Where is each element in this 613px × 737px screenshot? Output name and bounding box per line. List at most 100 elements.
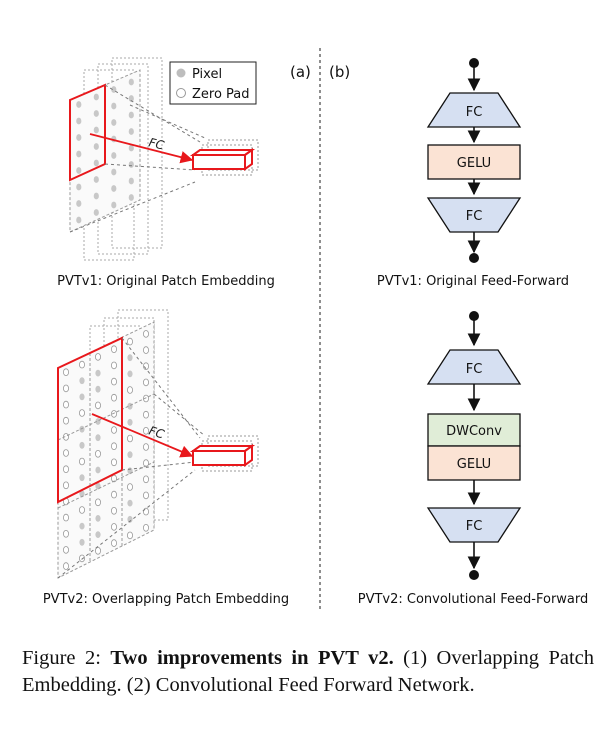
zero-pad-dot <box>127 531 134 540</box>
zero-pad-dot <box>127 483 134 491</box>
v2-fc-block-1-label: FC <box>466 362 483 377</box>
v2-patch-embedding: FC <box>57 309 259 579</box>
pixel-dot <box>127 354 133 362</box>
pixel-dot <box>111 201 117 209</box>
zero-pad-dot <box>63 384 70 393</box>
v1-ff-caption: PVTv1: Original Feed-Forward <box>377 274 569 289</box>
pixel-dot <box>111 168 117 176</box>
v2-pixel-dots <box>63 330 149 570</box>
v1-gelu-block-label: GELU <box>457 156 491 171</box>
pixel-dot <box>93 93 99 101</box>
pixel-dot <box>128 177 134 185</box>
zero-pad-dot <box>95 353 102 361</box>
v1-patch-embedding: FC <box>69 57 259 261</box>
zero-pad-dot <box>63 529 70 538</box>
pixel-dot <box>111 102 117 110</box>
pixel-dot <box>79 474 85 482</box>
zero-pad-dot <box>111 442 118 451</box>
pixel-dot <box>111 119 117 126</box>
pixel-dot <box>127 370 133 378</box>
zero-pad-dot <box>63 400 70 409</box>
zero-pad-dot <box>95 546 102 555</box>
zero-pad-dot <box>111 426 118 434</box>
legend: Pixel Zero Pad <box>169 61 257 105</box>
zero-pad-dot <box>63 449 70 457</box>
pixel-dot <box>76 117 82 125</box>
pixel-dot <box>128 128 134 135</box>
v2-ff-input-dot <box>469 311 479 321</box>
pixel-dot <box>128 95 134 102</box>
zero-pad-dot <box>142 507 149 516</box>
zero-pad-dot <box>111 523 118 531</box>
zero-pad-dot <box>142 491 149 500</box>
v1-fc-label: FC <box>147 135 166 152</box>
pixel-dot <box>95 531 101 538</box>
v1-ff-input-dot <box>469 58 479 68</box>
pixel-dot <box>76 200 82 207</box>
pixel-dot <box>79 393 85 401</box>
pixel-dot <box>93 159 99 167</box>
v2-dwconv-block <box>427 413 521 447</box>
zero-pad-dot <box>79 554 86 563</box>
zero-pad-dot <box>142 475 149 484</box>
caption-bold: Two improvements in PVT v2. <box>110 647 394 669</box>
v1-fc-block-1 <box>426 92 522 128</box>
zero-pad-dot <box>142 443 149 451</box>
caption-prefix: Figure 2: <box>22 647 111 669</box>
zero-pad-dot <box>111 458 118 467</box>
v1-fc-block-2-label: FC <box>466 209 483 224</box>
v2-gelu-block-label: GELU <box>457 457 491 472</box>
zero-pad-dot <box>95 401 102 410</box>
zero-pad-dot <box>111 490 118 499</box>
pixel-dot <box>76 183 82 191</box>
zero-pad-dot <box>142 378 149 387</box>
panel-label-a: (a) <box>290 63 311 81</box>
pixel-dot <box>79 538 85 546</box>
pixel-dot <box>79 425 85 433</box>
v1-token-cube <box>189 139 259 176</box>
zero-pad-dot <box>127 386 134 394</box>
v2-patch-caption: PVTv2: Overlapping Patch Embedding <box>43 592 289 607</box>
caption-rest: (1) Overlapping Patch Embedding. (2) Con… <box>22 647 595 696</box>
v1-feed-forward: FC GELU FC <box>426 58 522 263</box>
zero-pad-dot <box>111 377 118 386</box>
v2-fc-block-1 <box>426 349 522 385</box>
v2-fc-block-2 <box>426 507 522 543</box>
pixel-dot <box>127 451 133 459</box>
v1-fc-block-1-label: FC <box>466 105 483 120</box>
pixel-dot <box>76 167 82 174</box>
v2-fc-label: FC <box>147 424 166 442</box>
zero-pad-dot <box>79 457 86 466</box>
pixel-dot <box>76 134 82 141</box>
pixel-dot <box>111 185 117 192</box>
pixel-dot <box>76 150 82 158</box>
pixel-dot <box>79 441 85 449</box>
zero-pad-dot <box>63 368 70 377</box>
zero-pad-dot <box>127 434 134 443</box>
pixel-dot <box>93 143 99 150</box>
v2-feed-forward: FC DWConv GELU FC <box>426 311 522 580</box>
pixel-legend-icon <box>176 68 186 78</box>
v1-ff-output-dot <box>469 253 479 263</box>
pixel-dot <box>79 490 85 498</box>
v1-gelu-block <box>427 144 521 180</box>
pixel-dot <box>93 209 99 216</box>
pixel-dot <box>76 216 82 224</box>
zero-pad-dot <box>142 426 149 435</box>
pixel-dot <box>76 101 82 108</box>
zero-pad-dot <box>95 449 102 458</box>
zero-pad-dot <box>63 562 70 570</box>
pixel-dot <box>95 434 101 442</box>
zero-pad-dot <box>111 345 118 354</box>
v1-patch-caption: PVTv1: Original Patch Embedding <box>57 274 275 289</box>
zero-pad-dot <box>111 539 118 547</box>
zero-pad-dot <box>63 546 70 554</box>
zero-pad-dot <box>111 506 118 515</box>
panel-label-b: (b) <box>329 63 350 81</box>
zero-pad-dot <box>63 481 70 490</box>
pixel-dot <box>111 152 117 159</box>
pixel-dot <box>93 192 99 200</box>
v2-grid-lines <box>57 338 155 562</box>
v2-fc-block-2-label: FC <box>466 519 483 534</box>
zero-pad-dot <box>63 513 70 522</box>
